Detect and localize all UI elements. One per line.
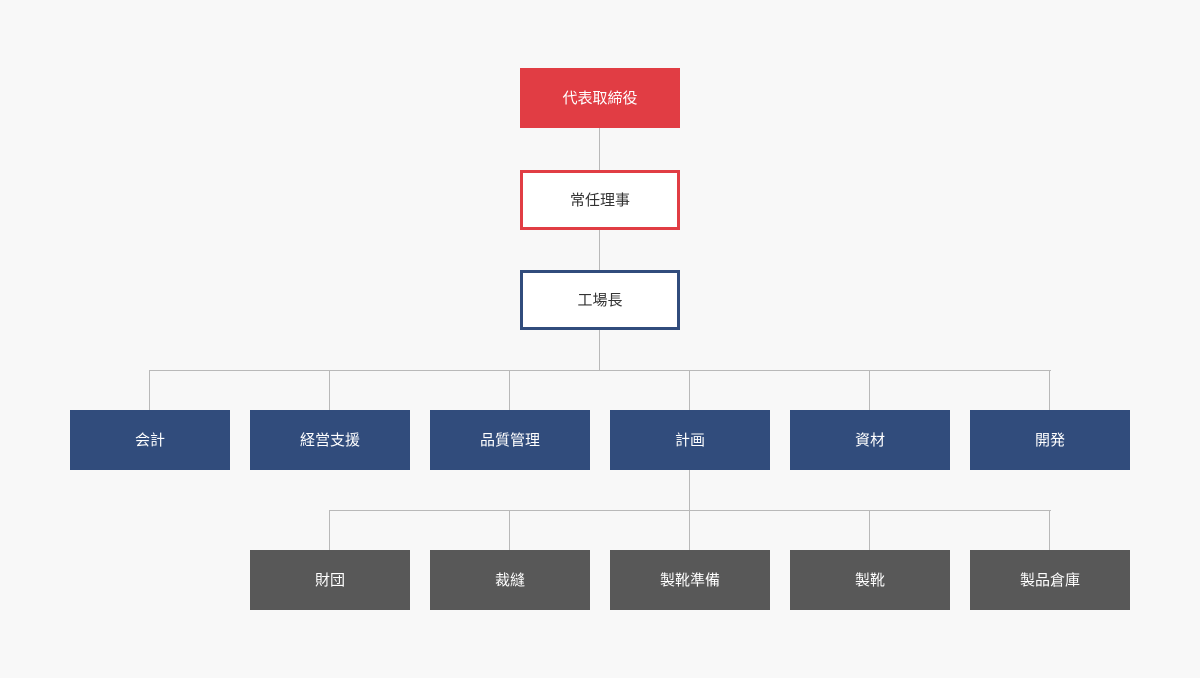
department-planning: 計画 [610,410,770,470]
connector-subunit-drop [689,510,690,550]
department-materials: 資材 [790,410,950,470]
factory-manager-box: 工場長 [520,270,680,330]
department-quality-control: 品質管理 [430,410,590,470]
connector-department-drop [149,370,150,410]
connector-ceo-to-director [599,128,600,170]
connector-subunit-drop [1049,510,1050,550]
connector-subunits-horizontal [329,510,1051,511]
department-development: 開発 [970,410,1130,470]
subunit-shoemaking: 製靴 [790,550,950,610]
connector-department-drop [1049,370,1050,410]
department-accounting: 会計 [70,410,230,470]
department-management-support: 経営支援 [250,410,410,470]
managing-director-box: 常任理事 [520,170,680,230]
connector-subunit-drop [329,510,330,550]
subunit-product-warehouse: 製品倉庫 [970,550,1130,610]
connector-subunit-drop [509,510,510,550]
subunit-shoemaking-preparation: 製靴準備 [610,550,770,610]
connector-subunit-drop [869,510,870,550]
connector-department-drop [869,370,870,410]
connector-director-to-factory-manager [599,230,600,270]
subunit-foundation: 財団 [250,550,410,610]
connector-department-drop [689,370,690,410]
ceo-box: 代表取締役 [520,68,680,128]
connector-factory-manager-down [599,330,600,370]
subunit-sewing: 裁縫 [430,550,590,610]
connector-planning-down [689,470,690,510]
connector-departments-horizontal [149,370,1051,371]
connector-department-drop [329,370,330,410]
connector-department-drop [509,370,510,410]
